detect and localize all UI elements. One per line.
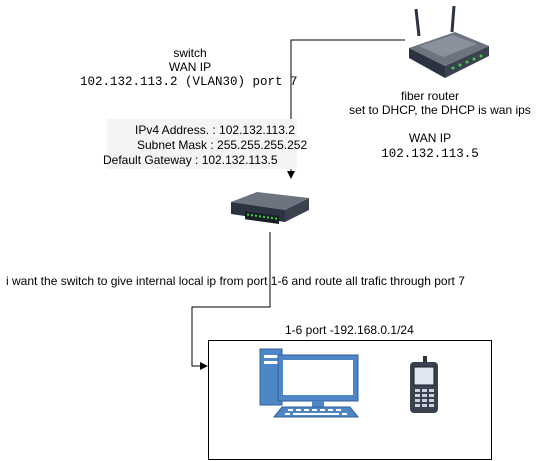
router-dhcp-note: set to DHCP, the DHCP is wan ips — [349, 103, 531, 117]
ip-config-box — [107, 119, 297, 169]
router-title: fiber router — [400, 89, 460, 103]
lan-box — [208, 340, 492, 460]
switch-to-lan-line — [191, 232, 271, 370]
default-gateway: Default Gateway : 102.132.113.5 — [103, 153, 278, 167]
router-wan-label: WAN IP — [408, 131, 452, 145]
ipv4-address: IPv4 Address. : 102.132.113.2 — [135, 123, 295, 137]
router-icon — [409, 6, 489, 78]
switch-icon — [231, 192, 309, 225]
routing-note: i want the switch to give internal local… — [6, 274, 465, 288]
switch-wan-label: WAN IP — [168, 60, 212, 74]
subnet-mask: Subnet Mask : 255.255.255.252 — [137, 138, 308, 152]
mobile-phone-icon — [410, 356, 438, 413]
router-wan-ip: 102.132.113.5 — [381, 147, 479, 161]
lan-box-label: 1-6 port -192.168.0.1/24 — [285, 323, 414, 337]
switch-title: switch — [173, 46, 207, 60]
desktop-computer-icon — [259, 348, 360, 418]
switch-wan-ip: 102.132.113.2 (VLAN30) port 7 — [80, 75, 298, 89]
